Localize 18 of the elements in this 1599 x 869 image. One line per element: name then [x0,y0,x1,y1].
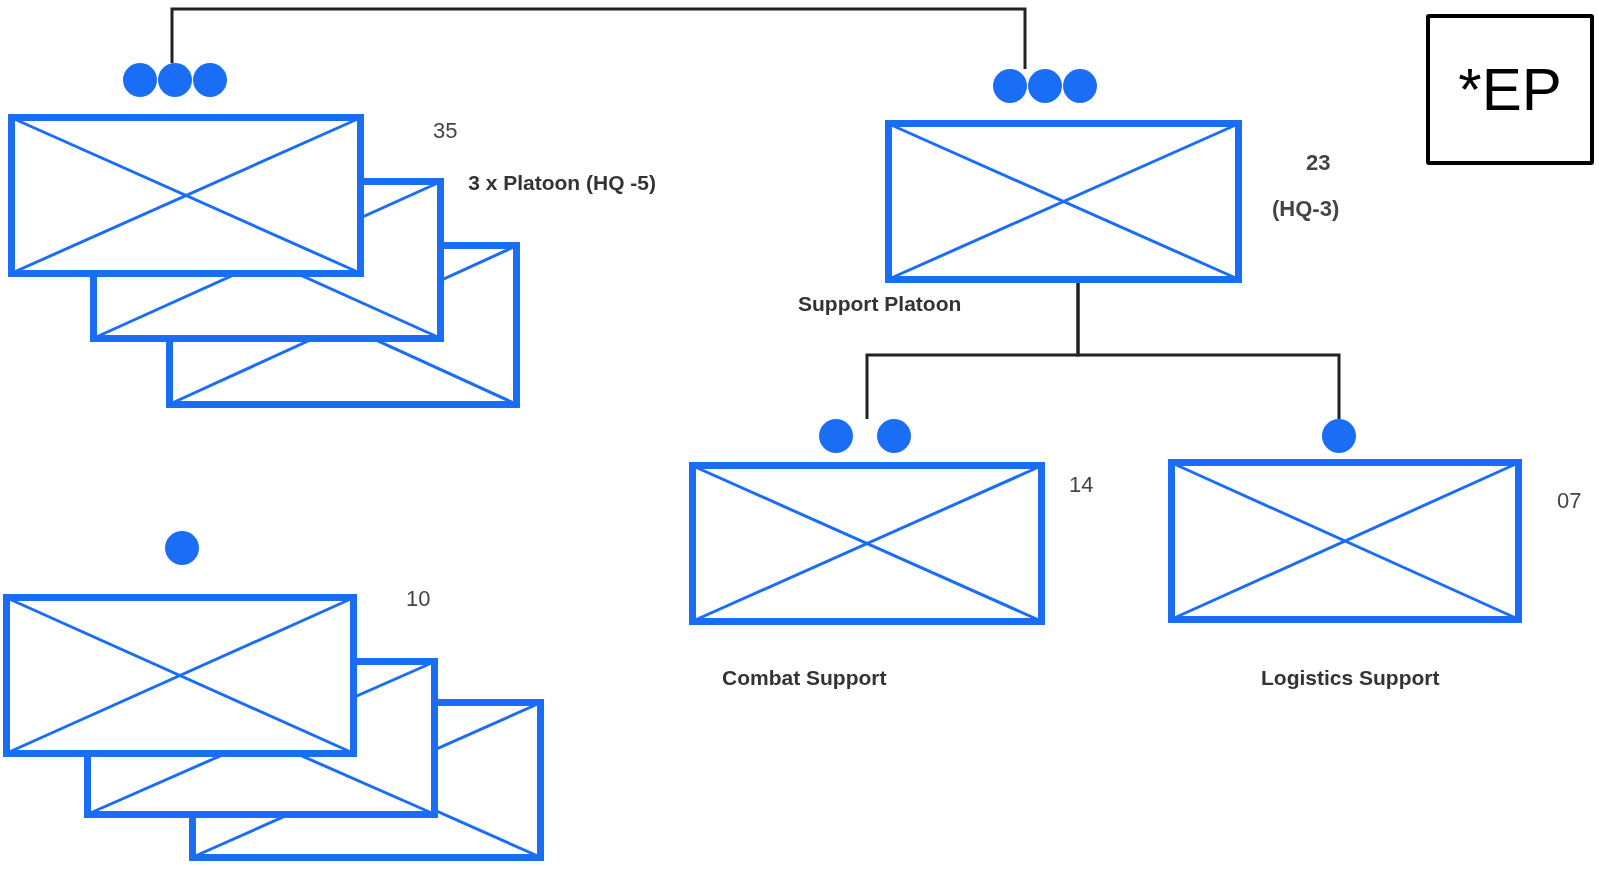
headquarters-label: (HQ-3) [1272,196,1340,222]
strength-number: 23 [1306,150,1331,176]
strength-number: 07 [1557,488,1582,514]
unit-label: Support Platoon [798,292,962,316]
note-text: *EP [1458,55,1562,124]
unit-symbol [3,531,357,757]
note-box [1426,14,1594,165]
strength-number: 10 [406,586,431,612]
unit-symbol [885,69,1242,283]
strength-number: 35 [433,118,458,144]
strength-number: 14 [1069,472,1094,498]
unit-label: Logistics Support [1261,666,1440,690]
unit-symbol [8,63,364,277]
unit-symbol [689,419,1045,625]
unit-symbol [1168,419,1522,623]
unit-label: 3 x Platoon (HQ -5) [467,170,656,196]
unit-label: Combat Support [722,666,887,690]
connector-line [1076,283,1341,419]
